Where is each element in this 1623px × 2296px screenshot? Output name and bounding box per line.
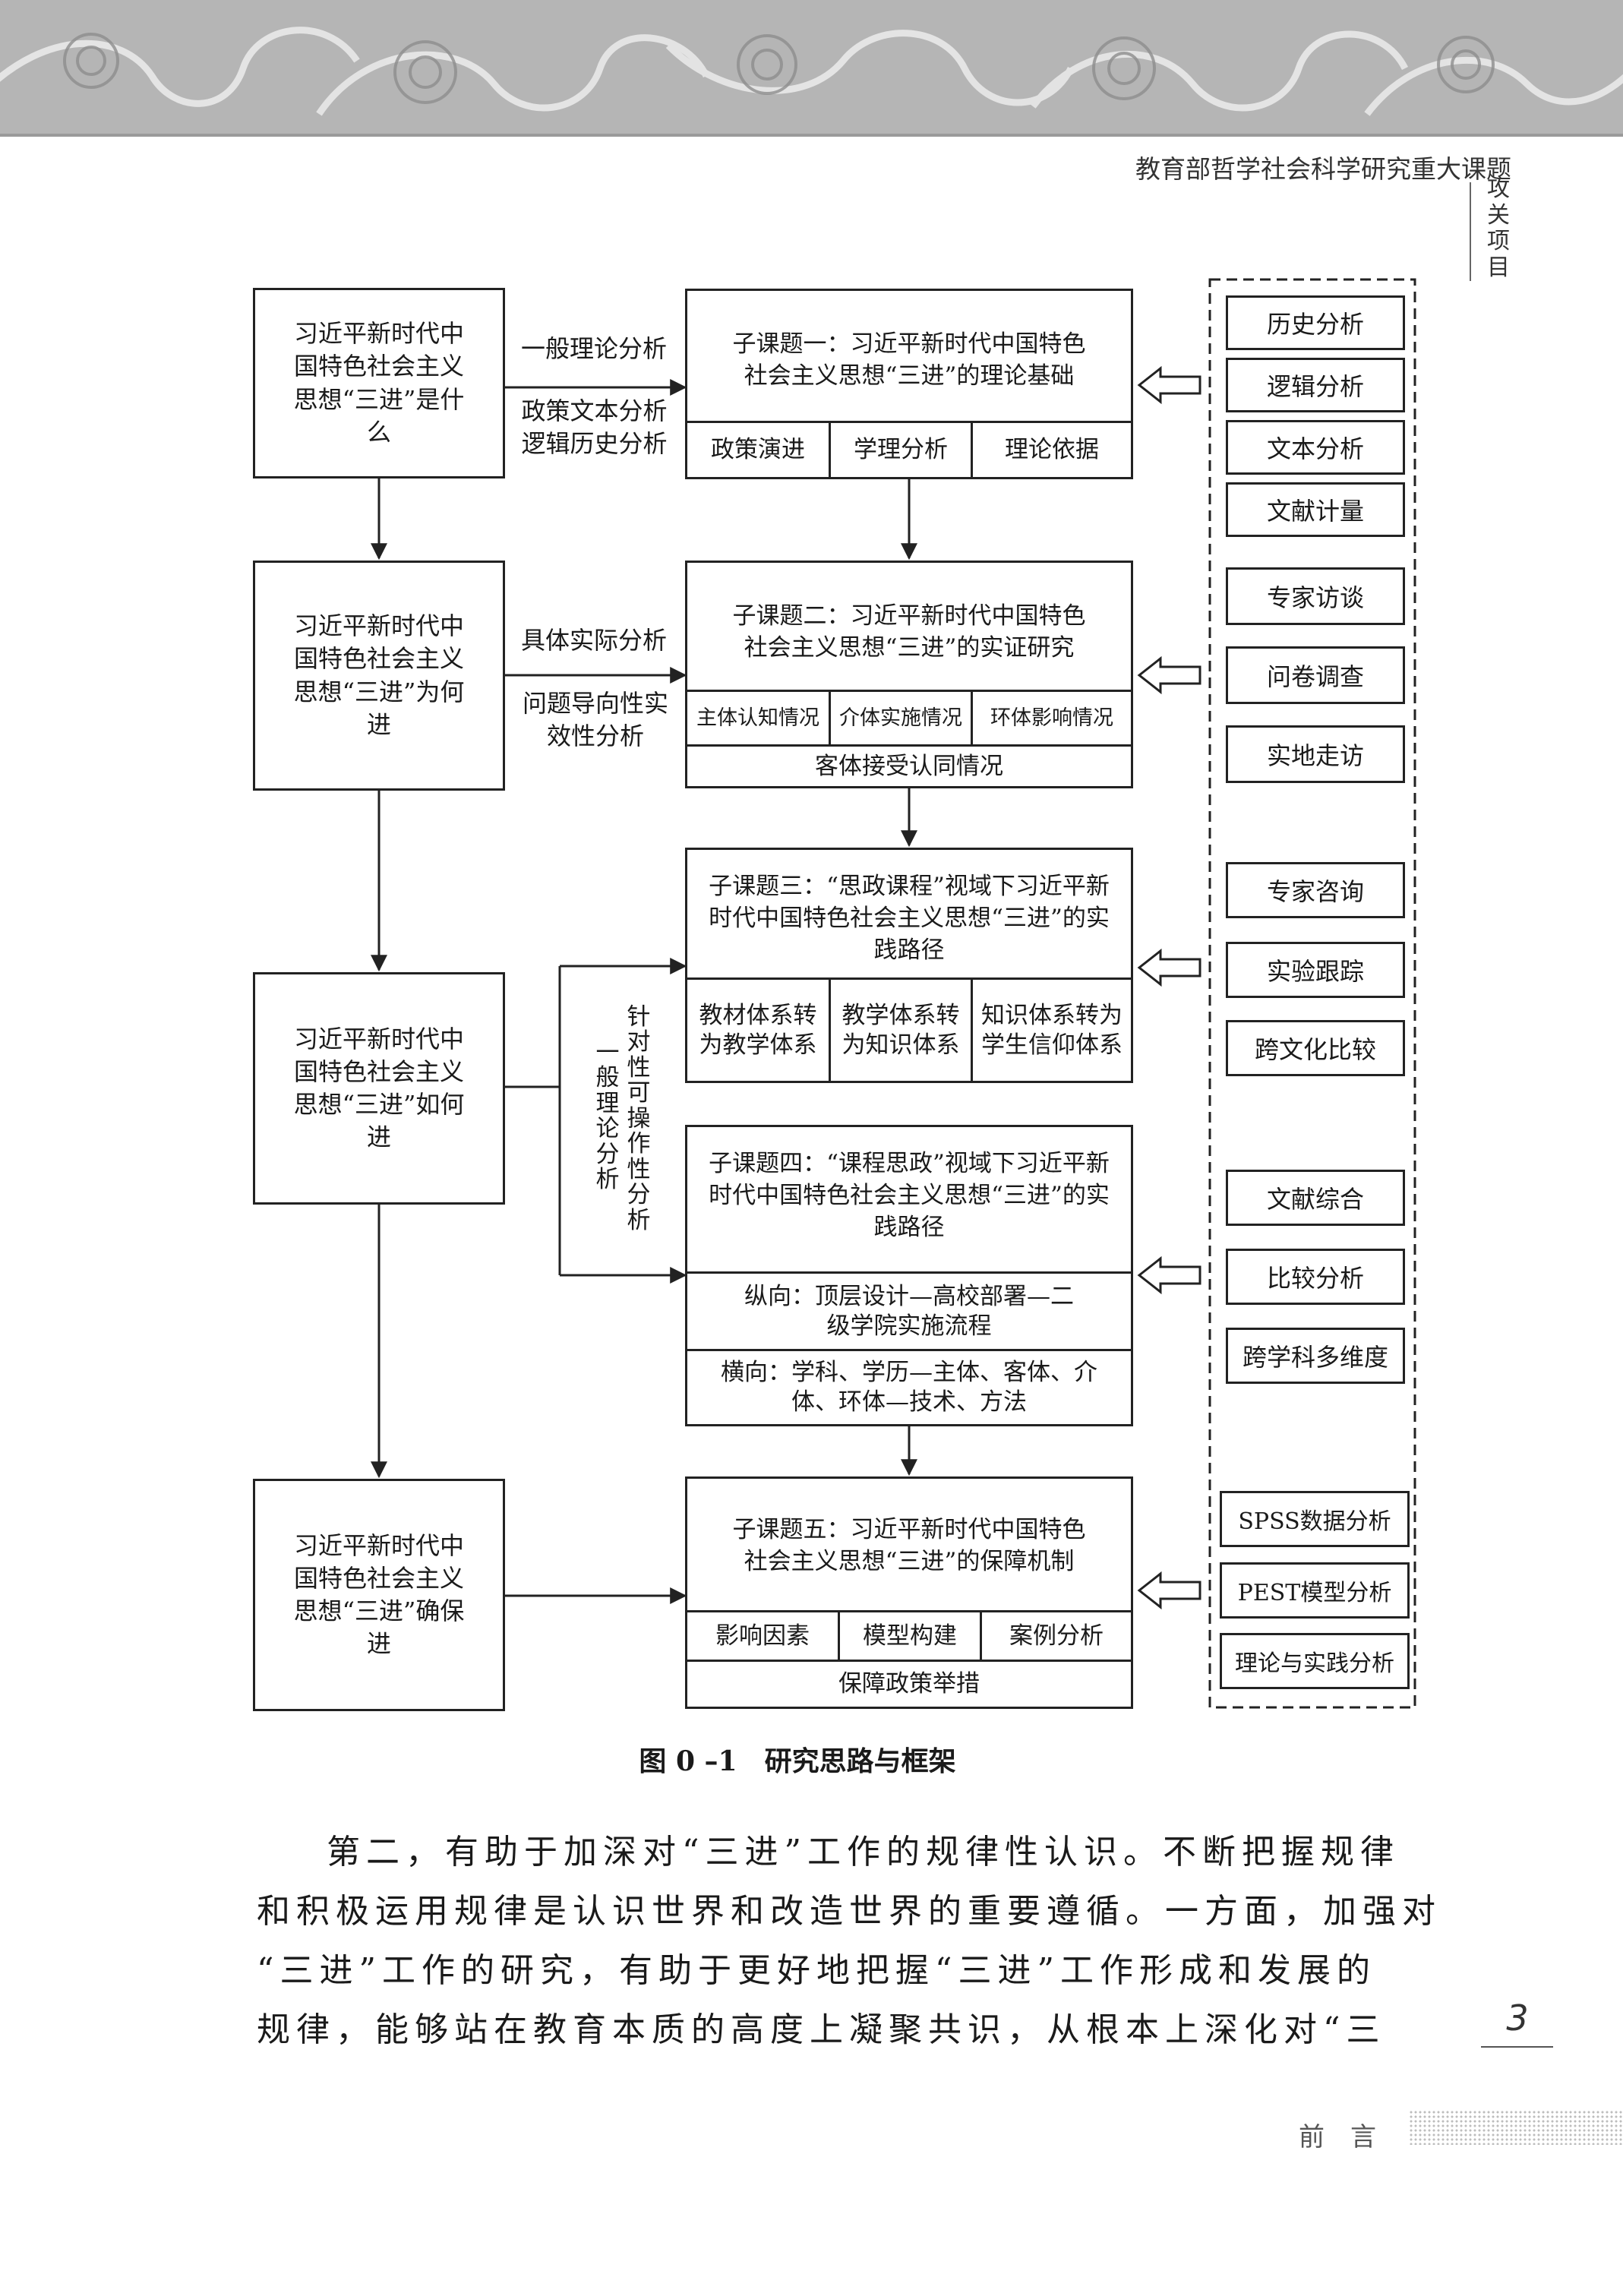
running-header-title: 教育部哲学社会科学研究重大课题 bbox=[1135, 154, 1511, 184]
subtopic-4-horizontal-row: 横向：学科、学历—主体、客体、介体、环体—技术、方法 bbox=[721, 1359, 1097, 1416]
subtopic-3-box: 子课题三：“思政课程”视域下习近平新时代中国特色社会主义思想“三进”的实践路径 … bbox=[685, 848, 1133, 1083]
hollow-arrow-2 bbox=[1137, 655, 1201, 695]
subtopic-5-cell-model: 模型构建 bbox=[863, 1622, 957, 1650]
methods-dashed-frame bbox=[1208, 278, 1416, 1709]
method-literature-synthesis: 文献综合 bbox=[1226, 1170, 1405, 1226]
subtopic-4-vertical-row: 纵向：顶层设计—高校部署—二级学院实施流程 bbox=[744, 1282, 1074, 1340]
cloud-banner-image bbox=[0, 0, 1623, 137]
subtopic-2-box: 子课题二：习近平新时代中国特色社会主义思想“三进”的实证研究 主体认知情况 介体… bbox=[685, 561, 1133, 788]
subtopic-1-cell-theory: 学理分析 bbox=[854, 436, 948, 464]
footer-section-title: 前 言 bbox=[1299, 2122, 1376, 2152]
method-interdisciplinary: 跨学科多维度 bbox=[1226, 1328, 1405, 1384]
left-box-how: 习近平新时代中国特色社会主义思想“三进”如何进 bbox=[253, 972, 505, 1205]
left-box-what: 习近平新时代中国特色社会主义思想“三进”是什么 bbox=[253, 288, 505, 478]
hollow-arrow-1 bbox=[1137, 365, 1201, 405]
subtopic-2-title: 子课题二：习近平新时代中国特色社会主义思想“三进”的实证研究 bbox=[732, 602, 1086, 662]
method-comparative: 比较分析 bbox=[1226, 1249, 1405, 1305]
method-spss: SPSS数据分析 bbox=[1220, 1491, 1410, 1547]
hollow-arrow-4 bbox=[1137, 1255, 1201, 1295]
hollow-arrow-5 bbox=[1137, 1571, 1201, 1610]
method-expert-consultation: 专家咨询 bbox=[1226, 862, 1405, 918]
method-text: 文本分析 bbox=[1226, 420, 1405, 475]
page-number-rule bbox=[1481, 2046, 1553, 2048]
label-concrete-analysis: 具体实际分析 bbox=[520, 626, 667, 655]
subtopic-5-cell-factors: 影响因素 bbox=[715, 1622, 810, 1650]
label-general-theory: 一般理论分析 bbox=[520, 334, 667, 363]
body-line-3: “三进”工作的研究，有助于更好地把握“三进”工作形成和发展的 bbox=[257, 1951, 1376, 1990]
body-line-4: 规律，能够站在教育本质的高度上凝聚共识，从根本上深化对“三 bbox=[257, 2010, 1386, 2049]
body-line-2: 和积极运用规律是认识世界和改造世界的重要遵循。一方面，加强对 bbox=[257, 1892, 1441, 1931]
hollow-arrow-3 bbox=[1137, 948, 1201, 987]
left-box-why: 习近平新时代中国特色社会主义思想“三进”为何进 bbox=[253, 561, 505, 791]
subtopic-2-cell-subject: 主体认知情况 bbox=[696, 706, 819, 730]
subtopic-4-title: 子课题四：“课程思政”视域下习近平新时代中国特色社会主义思想“三进”的实践路径 bbox=[709, 1150, 1110, 1241]
method-pest: PEST模型分析 bbox=[1220, 1562, 1410, 1619]
subtopic-3-title: 子课题三：“思政课程”视域下习近平新时代中国特色社会主义思想“三进”的实践路径 bbox=[709, 873, 1110, 964]
figure-caption: 图 0 –1 研究思路与框架 bbox=[639, 1745, 956, 1777]
label-vertical-general-theory: 一般理论分析 bbox=[595, 1039, 620, 1194]
label-policy-text: 政策文本分析逻辑历史分析 bbox=[521, 396, 668, 459]
method-experiment-tracking: 实验跟踪 bbox=[1226, 942, 1405, 998]
method-bibliometric: 文献计量 bbox=[1226, 482, 1405, 537]
body-line-1: 第二，有助于加深对“三进”工作的规律性认识。不断把握规律 bbox=[327, 1833, 1400, 1871]
method-field-visit: 实地走访 bbox=[1226, 725, 1405, 783]
method-expert-interview: 专家访谈 bbox=[1226, 567, 1405, 625]
page-number: 3 bbox=[1506, 1998, 1529, 2039]
subtopic-5-cell-policy: 保障政策举措 bbox=[838, 1670, 980, 1698]
method-logic: 逻辑分析 bbox=[1226, 358, 1405, 412]
subtopic-2-cell-object: 客体接受认同情况 bbox=[815, 752, 1003, 780]
subtopic-5-title: 子课题五：习近平新时代中国特色社会主义思想“三进”的保障机制 bbox=[732, 1515, 1086, 1575]
left-box-ensure: 习近平新时代中国特色社会主义思想“三进”确保进 bbox=[253, 1479, 505, 1711]
subtopic-3-cell-teaching: 教学体系转为知识体系 bbox=[841, 1001, 960, 1059]
subtopic-1-cell-basis: 理论依据 bbox=[1005, 436, 1099, 464]
method-questionnaire: 问卷调查 bbox=[1226, 646, 1405, 704]
method-history: 历史分析 bbox=[1226, 295, 1405, 350]
label-vertical-targeted: 针对性可操作性分析 bbox=[627, 1003, 651, 1234]
subtopic-3-cell-knowledge: 知识体系转为学生信仰体系 bbox=[981, 1001, 1123, 1059]
header-rule bbox=[1470, 182, 1471, 281]
method-cross-cultural: 跨文化比较 bbox=[1226, 1020, 1405, 1076]
subtopic-3-cell-textbook: 教材体系转为教学体系 bbox=[699, 1001, 817, 1059]
running-header-vertical: 攻关项目 bbox=[1487, 175, 1510, 281]
subtopic-5-cell-cases: 案例分析 bbox=[1009, 1622, 1104, 1650]
label-problem-oriented: 问题导向性实效性分析 bbox=[523, 689, 669, 751]
subtopic-2-cell-environment: 环体影响情况 bbox=[990, 706, 1113, 730]
subtopic-4-box: 子课题四：“课程思政”视域下习近平新时代中国特色社会主义思想“三进”的实践路径 … bbox=[685, 1125, 1133, 1426]
subtopic-2-cell-medium: 介体实施情况 bbox=[839, 706, 962, 730]
subtopic-1-title: 子课题一：习近平新时代中国特色社会主义思想“三进”的理论基础 bbox=[732, 330, 1086, 390]
footer-dotted-band bbox=[1409, 2110, 1623, 2145]
subtopic-1-cell-policy: 政策演进 bbox=[711, 436, 805, 464]
subtopic-5-box: 子课题五：习近平新时代中国特色社会主义思想“三进”的保障机制 影响因素 模型构建… bbox=[685, 1476, 1133, 1709]
subtopic-1-box: 子课题一：习近平新时代中国特色社会主义思想“三进”的理论基础 政策演进 学理分析… bbox=[685, 289, 1133, 479]
diagram-connectors bbox=[371, 278, 1416, 1709]
method-theory-practice: 理论与实践分析 bbox=[1220, 1633, 1410, 1689]
